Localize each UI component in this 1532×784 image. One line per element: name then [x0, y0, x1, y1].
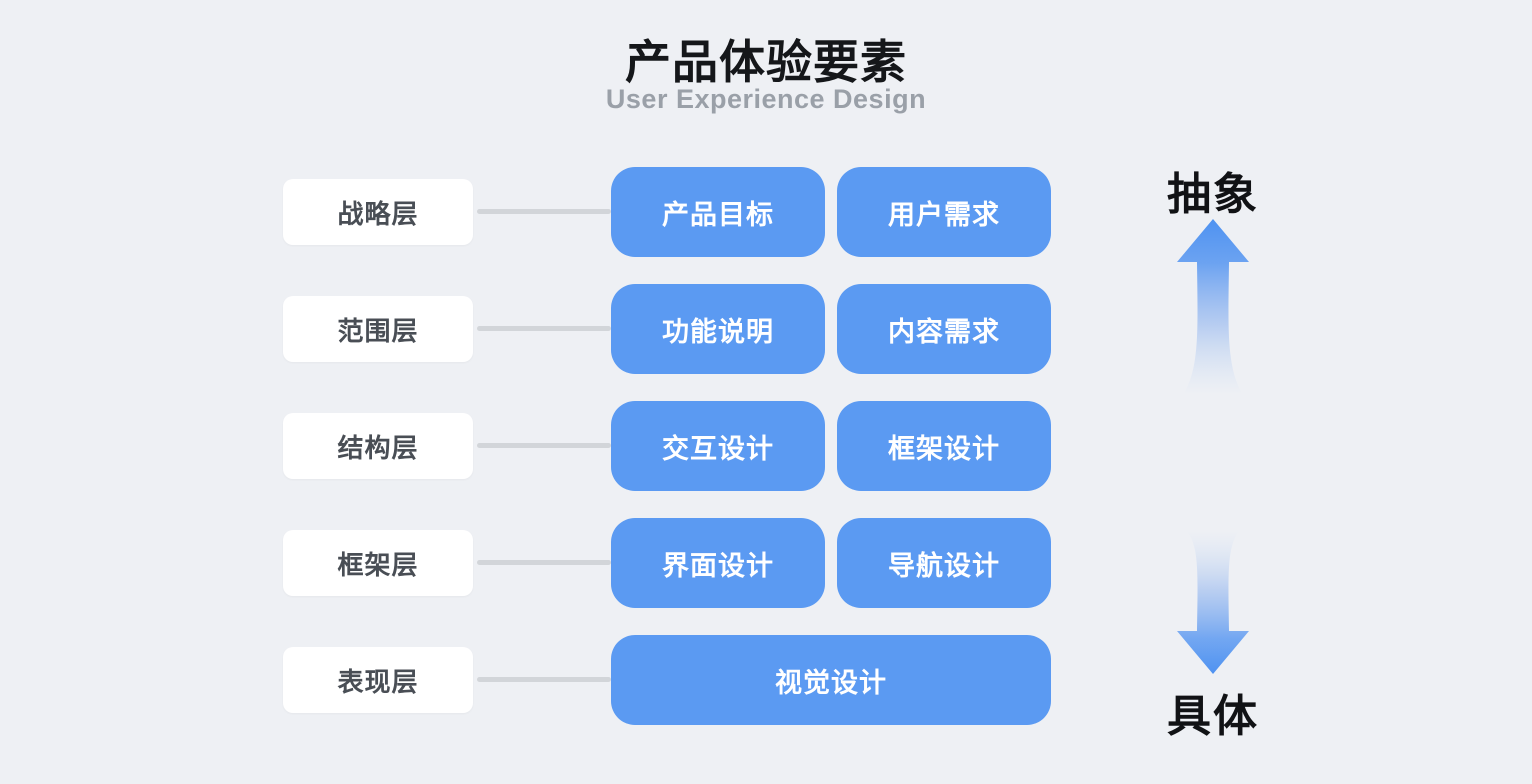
up-arrow-icon	[1177, 219, 1249, 395]
element-box: 用户需求	[837, 167, 1051, 257]
down-arrow-icon	[1177, 531, 1249, 674]
layer-row-strategy: 战略层 产品目标 用户需求	[0, 167, 1532, 257]
element-label: 用户需求	[888, 199, 1000, 230]
layer-label-box: 框架层	[283, 530, 473, 596]
element-label: 框架设计	[888, 433, 1000, 464]
axis-abstract-label: 抽象	[1167, 170, 1259, 219]
layer-label: 框架层	[337, 549, 419, 580]
layer-label-box: 范围层	[283, 296, 473, 362]
layer-label: 战略层	[337, 198, 419, 229]
layer-label-box: 表现层	[283, 647, 473, 713]
page-subtitle: User Experience Design	[605, 84, 927, 114]
element-box: 界面设计	[611, 518, 825, 608]
layer-label: 范围层	[337, 315, 419, 346]
element-box: 交互设计	[611, 401, 825, 491]
element-label: 内容需求	[888, 316, 1000, 347]
element-box: 内容需求	[837, 284, 1051, 374]
element-label: 导航设计	[888, 550, 1000, 581]
connector-line	[477, 443, 611, 448]
connector-line	[477, 677, 611, 682]
element-box: 功能说明	[611, 284, 825, 374]
element-label: 功能说明	[662, 316, 774, 347]
element-box: 视觉设计	[611, 635, 1051, 725]
connector-line	[477, 209, 611, 214]
layer-row-skeleton: 框架层 界面设计 导航设计	[0, 518, 1532, 608]
element-label: 交互设计	[662, 433, 774, 464]
element-box: 产品目标	[611, 167, 825, 257]
element-label: 产品目标	[662, 199, 774, 230]
page-title: 产品体验要素	[625, 36, 907, 88]
element-label: 界面设计	[662, 550, 774, 581]
connector-line	[477, 326, 611, 331]
axis-concrete-label: 具体	[1167, 692, 1259, 741]
layer-row-surface: 表现层 视觉设计	[0, 635, 1532, 725]
layer-row-structure: 结构层 交互设计 框架设计	[0, 401, 1532, 491]
layer-label-box: 战略层	[283, 179, 473, 245]
layer-label: 结构层	[337, 432, 419, 463]
layer-label-box: 结构层	[283, 413, 473, 479]
element-box: 框架设计	[837, 401, 1051, 491]
connector-line	[477, 560, 611, 565]
layer-row-scope: 范围层 功能说明 内容需求	[0, 284, 1532, 374]
layer-label: 表现层	[337, 666, 419, 697]
element-label: 视觉设计	[775, 667, 887, 698]
element-box: 导航设计	[837, 518, 1051, 608]
